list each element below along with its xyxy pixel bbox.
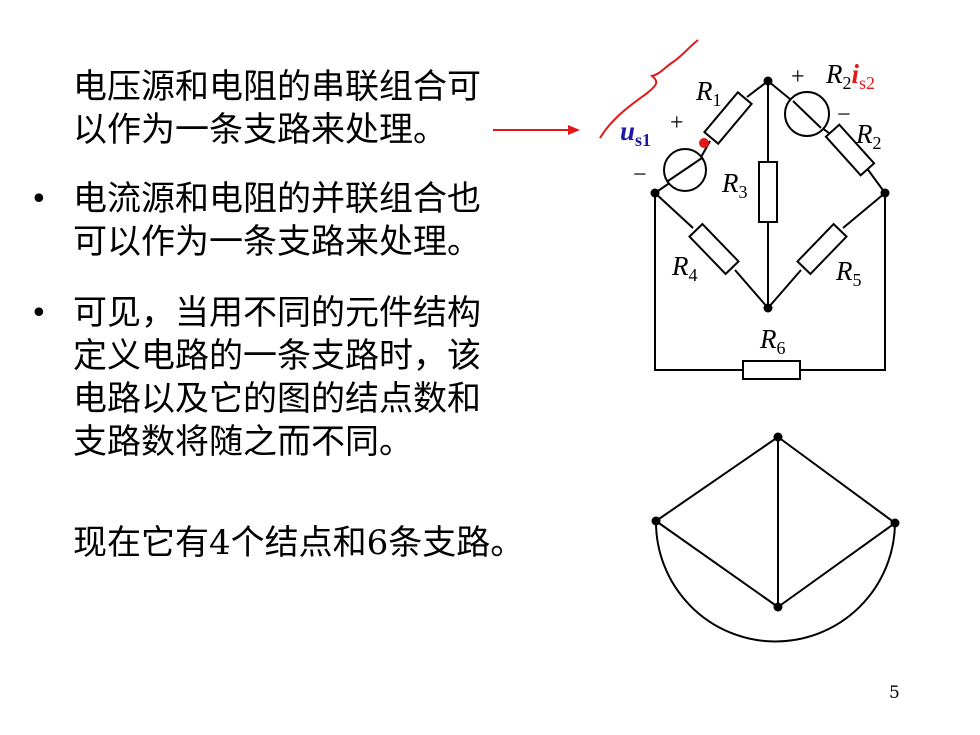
- circuit-nodes: [650, 76, 890, 313]
- text-line: 可见，当用不同的元件结构: [73, 293, 481, 333]
- resistor-r6: [742, 360, 801, 380]
- node-red-junction: [699, 138, 709, 148]
- label-r5: R5: [835, 256, 862, 290]
- sign-is2-minus: −: [837, 102, 851, 128]
- bullet-marker: •: [30, 182, 48, 217]
- text-line: 电流源和电阻的并联组合也: [73, 179, 481, 219]
- paragraph-node-count: 现在它有4个结点和6条支路。: [73, 523, 525, 563]
- page-number: 5: [889, 683, 900, 703]
- resistor-r5: [796, 222, 848, 276]
- resistor-r4: [688, 222, 740, 276]
- circuit-graph: [654, 436, 896, 643]
- text-line: 以作为一条支路来处理。: [73, 110, 447, 150]
- label-r3: R3: [721, 168, 748, 202]
- label-us1: us1: [620, 116, 651, 150]
- label-r6: R6: [759, 324, 786, 358]
- sign-us1-minus: −: [633, 162, 647, 188]
- text-line: 电压源和电阻的串联组合可: [73, 67, 481, 107]
- label-current-source: R2is2: [825, 59, 875, 93]
- paragraph-current-source: 电流源和电阻的并联组合也 可以作为一条支路来处理。: [73, 178, 481, 264]
- node-right: [880, 188, 890, 198]
- text-line: 支路数将随之而不同。: [73, 422, 413, 462]
- node-left: [650, 188, 660, 198]
- resistor-r1: [702, 90, 754, 146]
- pointer-arrow: [493, 125, 580, 135]
- resistor-r3: [758, 161, 778, 223]
- paragraph-structure-note: 可见，当用不同的元件结构 定义电路的一条支路时，该 电路以及它的图的结点数和 支…: [73, 292, 481, 464]
- text-line: 可以作为一条支路来处理。: [73, 222, 481, 262]
- curly-brace: [599, 39, 699, 139]
- circuit-wires: [654, 80, 886, 371]
- voltage-source-us1: [663, 148, 707, 192]
- text-line: 电路以及它的图的结点数和: [73, 379, 481, 419]
- label-r1: R1: [695, 76, 722, 110]
- paragraph-voltage-source: 电压源和电阻的串联组合可 以作为一条支路来处理。: [73, 66, 481, 152]
- resistor-r2: [824, 123, 876, 177]
- label-r4: R4: [671, 251, 698, 285]
- current-source-is2: [784, 91, 830, 137]
- text-line: 定义电路的一条支路时，该: [73, 336, 481, 376]
- graph-node-right: [890, 518, 900, 528]
- sign-us1-plus: +: [670, 110, 684, 136]
- graph-nodes: [651, 432, 900, 612]
- node-top: [763, 76, 773, 86]
- node-bottom: [763, 303, 773, 313]
- graph-node-left: [651, 516, 661, 526]
- graph-node-bottom: [773, 602, 783, 612]
- resistors: [688, 90, 876, 380]
- sign-is2-plus: +: [791, 64, 805, 90]
- label-r2: R2: [855, 119, 882, 153]
- bullet-marker: •: [30, 296, 48, 331]
- graph-node-top: [773, 432, 783, 442]
